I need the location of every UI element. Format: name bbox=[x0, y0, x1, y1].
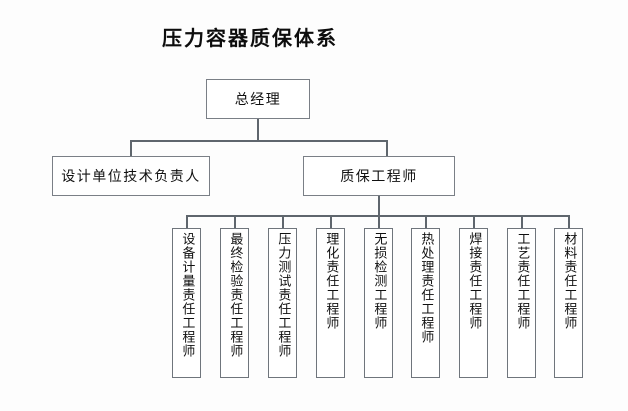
leaf-label: 材料责任工程师 bbox=[561, 232, 577, 330]
connector-to-leaf-3 bbox=[282, 215, 284, 229]
connector-to-leaf-7 bbox=[473, 215, 475, 229]
connector-to-leaf-1 bbox=[186, 215, 188, 229]
connector-level2-bus bbox=[130, 140, 388, 142]
leaf-label: 无损检测工程师 bbox=[371, 232, 387, 330]
node-process-engineer[interactable]: 工艺责任工程师 bbox=[507, 228, 536, 378]
node-quality-assurance-engineer[interactable]: 质保工程师 bbox=[303, 156, 455, 196]
node-material-engineer[interactable]: 材料责任工程师 bbox=[554, 228, 583, 378]
leaf-label: 最终检验责任工程师 bbox=[227, 232, 243, 358]
connector-to-design bbox=[130, 140, 132, 157]
page-title: 压力容器质保体系 bbox=[162, 26, 338, 50]
node-welding-engineer[interactable]: 焊接责任工程师 bbox=[459, 228, 488, 378]
connector-root-down bbox=[257, 119, 259, 141]
leaf-label: 设备计量责任工程师 bbox=[179, 232, 195, 358]
node-heat-treatment-engineer[interactable]: 热处理责任工程师 bbox=[411, 228, 440, 378]
node-equipment-metrology-engineer[interactable]: 设备计量责任工程师 bbox=[172, 228, 201, 378]
connector-qa-down bbox=[378, 196, 380, 216]
connector-to-leaf-2 bbox=[234, 215, 236, 229]
connector-leaf-bus bbox=[186, 215, 568, 217]
node-general-manager[interactable]: 总经理 bbox=[206, 79, 310, 119]
leaf-label: 理化责任工程师 bbox=[323, 232, 339, 330]
connector-to-qa bbox=[386, 140, 388, 157]
connector-to-leaf-9 bbox=[568, 215, 570, 229]
leaf-label: 热处理责任工程师 bbox=[418, 232, 434, 344]
leaf-label: 焊接责任工程师 bbox=[466, 232, 482, 330]
node-final-inspection-engineer[interactable]: 最终检验责任工程师 bbox=[220, 228, 249, 378]
node-nondestructive-testing-engineer[interactable]: 无损检测工程师 bbox=[364, 228, 393, 378]
node-physical-chemical-engineer[interactable]: 理化责任工程师 bbox=[316, 228, 345, 378]
connector-to-leaf-4 bbox=[330, 215, 332, 229]
leaf-label: 工艺责任工程师 bbox=[514, 232, 530, 330]
leaf-label: 压力测试责任工程师 bbox=[275, 232, 291, 358]
node-design-unit-technical-director[interactable]: 设计单位技术负责人 bbox=[52, 156, 210, 196]
connector-to-leaf-8 bbox=[521, 215, 523, 229]
node-pressure-test-engineer[interactable]: 压力测试责任工程师 bbox=[268, 228, 297, 378]
connector-to-leaf-5 bbox=[378, 215, 380, 229]
connector-to-leaf-6 bbox=[425, 215, 427, 229]
